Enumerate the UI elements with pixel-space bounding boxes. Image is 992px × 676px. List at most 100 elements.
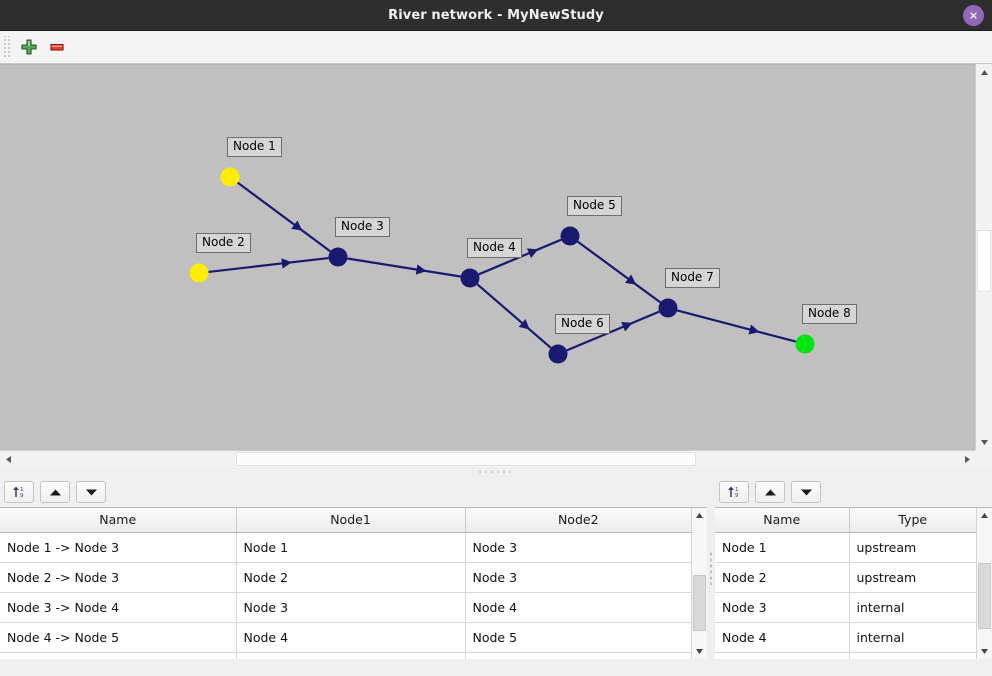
scroll-up-icon[interactable]	[976, 64, 992, 80]
node-label[interactable]: Node 6	[555, 314, 610, 334]
table-cell[interactable]: Node 4	[465, 592, 691, 623]
scroll-down-icon[interactable]	[976, 644, 992, 659]
table-cell[interactable]: Node 3 -> Node 4	[0, 592, 237, 623]
column-header-node2[interactable]: Node2	[465, 508, 691, 533]
graph-edge[interactable]	[236, 181, 332, 253]
river-network-diagram[interactable]: Node 1 Node 2 Node 3 Node 4 Node 5 Node 6 Node…	[0, 64, 975, 450]
graph-edge[interactable]	[208, 256, 329, 274]
links-vscroll-track[interactable]	[692, 523, 707, 644]
graph-node[interactable]	[548, 344, 568, 364]
scroll-up-icon[interactable]	[976, 508, 992, 523]
table-cell[interactable]: Node 4	[236, 622, 466, 653]
table-cell[interactable]: Node 1	[236, 532, 466, 563]
nodes-vscroll-track[interactable]	[976, 523, 992, 644]
table-cell[interactable]: Node 3	[715, 592, 850, 623]
move-up-icon[interactable]	[40, 481, 70, 503]
table-cell[interactable]: Node 2	[715, 562, 850, 593]
splitter-grip-icon	[709, 551, 713, 585]
graph-node[interactable]	[460, 268, 480, 288]
graph-edge[interactable]	[577, 240, 661, 304]
splitter-grip-icon	[477, 470, 515, 474]
graph-node[interactable]	[795, 334, 815, 354]
column-header-name[interactable]: Name	[715, 508, 850, 533]
graph-node[interactable]	[658, 298, 678, 318]
graph-edge[interactable]	[347, 257, 461, 278]
canvas-vscroll-thumb[interactable]	[977, 230, 991, 292]
table-cell[interactable]: upstream	[849, 532, 976, 563]
table-cell[interactable]: Node 3	[236, 592, 466, 623]
column-header-type[interactable]: Type	[849, 508, 976, 533]
graph-node[interactable]	[220, 167, 240, 187]
canvas-hscroll-thumb[interactable]	[236, 452, 696, 466]
remove-node-icon[interactable]	[43, 34, 71, 60]
graph-node[interactable]	[560, 226, 580, 246]
toolbar-grip[interactable]	[2, 36, 11, 58]
table-cell[interactable]: Node 2	[236, 562, 466, 593]
scroll-up-icon[interactable]	[692, 508, 707, 523]
horizontal-splitter[interactable]	[0, 467, 992, 477]
column-header-name[interactable]: Name	[0, 508, 237, 533]
nodes-table-vertical-scrollbar[interactable]	[975, 508, 992, 659]
node-label[interactable]: Node 7	[665, 268, 720, 288]
table-cell[interactable]: Node 4 -> Node 5	[0, 622, 237, 653]
table-cell[interactable]: Node 1 -> Node 3	[0, 532, 237, 563]
table-cell-empty	[465, 652, 691, 659]
sort-ascending-icon[interactable]: 1 9	[719, 481, 749, 503]
edge-arrow-icon	[748, 324, 760, 335]
add-node-icon[interactable]	[15, 34, 43, 60]
node-label[interactable]: Node 8	[802, 304, 857, 324]
graph-node[interactable]	[189, 263, 209, 283]
canvas-vertical-scrollbar[interactable]	[975, 64, 992, 450]
canvas-vscroll-track[interactable]	[976, 80, 992, 434]
node-label[interactable]: Node 1	[227, 137, 282, 157]
move-down-icon[interactable]	[791, 481, 821, 503]
table-cell[interactable]: Node 1	[715, 532, 850, 563]
graph-edge[interactable]	[676, 309, 797, 343]
scroll-right-icon[interactable]	[959, 451, 975, 467]
graph-node[interactable]	[328, 247, 348, 267]
scroll-down-icon[interactable]	[692, 644, 707, 659]
links-vscroll-thumb[interactable]	[693, 575, 706, 631]
move-down-icon[interactable]	[76, 481, 106, 503]
vertical-splitter[interactable]	[707, 477, 715, 659]
node-label[interactable]: Node 3	[335, 217, 390, 237]
node-label[interactable]: Node 2	[196, 233, 251, 253]
table-cell-empty	[715, 652, 850, 659]
canvas-horizontal-scrollbar[interactable]	[0, 450, 975, 467]
column-header-node1[interactable]: Node1	[236, 508, 466, 533]
graph-edge[interactable]	[566, 310, 660, 352]
graph-edge[interactable]	[476, 283, 552, 349]
sort-ascending-icon[interactable]: 1 9	[4, 481, 34, 503]
scroll-left-icon[interactable]	[0, 451, 16, 467]
table-cell[interactable]: Node 2 -> Node 3	[0, 562, 237, 593]
node-label[interactable]: Node 5	[567, 196, 622, 216]
table-cell[interactable]: internal	[849, 592, 976, 623]
table-cell[interactable]: Node 3	[465, 562, 691, 593]
table-cell[interactable]: Node 5	[465, 622, 691, 653]
title-bar: River network - MyNewStudy	[0, 0, 992, 31]
links-table-vertical-scrollbar[interactable]	[691, 508, 707, 659]
close-icon[interactable]	[963, 5, 984, 26]
table-cell[interactable]: internal	[849, 622, 976, 653]
scroll-down-icon[interactable]	[976, 434, 992, 450]
node-label[interactable]: Node 4	[467, 238, 522, 258]
table-cell[interactable]: Node 3	[465, 532, 691, 563]
canvas-hscroll-track[interactable]	[16, 451, 959, 467]
move-up-icon[interactable]	[755, 481, 785, 503]
nodes-vscroll-thumb[interactable]	[977, 563, 991, 629]
table-cell[interactable]: Node 4	[715, 622, 850, 653]
table-cell[interactable]: upstream	[849, 562, 976, 593]
table-empty-row	[0, 652, 691, 659]
